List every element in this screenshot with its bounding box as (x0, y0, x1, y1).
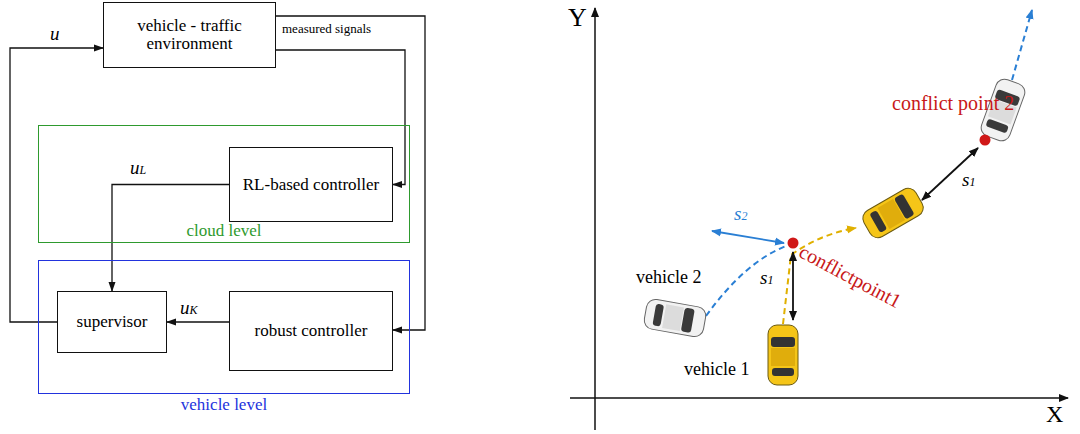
signal-connector (10, 48, 103, 322)
signal-label: measured signals (280, 22, 373, 36)
environment-box: vehicle - traffic environment (103, 2, 276, 68)
axis-label: X (1046, 401, 1063, 427)
node-text: supervisor (58, 309, 166, 335)
path-vehicle-2 (706, 246, 786, 316)
signal-label: uK (178, 298, 200, 319)
distance-label: s1 (962, 170, 975, 191)
node-text: robust controller (230, 318, 392, 344)
controller-box: RL-based controller (229, 147, 393, 222)
distance-label: s2 (734, 204, 747, 225)
distance-s2 (712, 231, 784, 243)
signal-connector (167, 321, 229, 322)
x-axis (570, 397, 1068, 399)
node-text: vehicle level (39, 395, 409, 415)
conflict-point (980, 135, 991, 146)
vehicle-level-region: vehicle levelsupervisorrobust controller (38, 260, 410, 394)
controller-box: robust controller (229, 291, 393, 371)
node-text: cloud level (39, 221, 409, 241)
distance-s1 (922, 148, 978, 200)
conflict-point-label: conflict point 2 (892, 92, 1014, 114)
cloud-level-region: cloud level RL-based controller (38, 125, 410, 243)
y-axis (594, 8, 596, 430)
node-text: vehicle - traffic environment (104, 13, 275, 57)
axis-label: Y (568, 4, 587, 33)
vehicle-2-car (643, 298, 707, 338)
vehicle-label: vehicle 2 (636, 268, 701, 288)
vehicle-1-car (768, 325, 798, 385)
distance-s1 (792, 252, 794, 320)
path-exit (1012, 10, 1032, 80)
signal-label: uL (128, 158, 148, 179)
signal-label: u (48, 24, 62, 45)
vehicle-label: vehicle 1 (684, 360, 749, 380)
conflict-point (788, 238, 799, 249)
distance-label: s1 (760, 268, 773, 289)
supervisor-box: supervisor (57, 291, 167, 353)
node-text: RL-based controller (230, 172, 392, 198)
conflict-point-label: conflictpoint1 (796, 240, 905, 312)
vehicle-1-car-later (860, 185, 927, 241)
